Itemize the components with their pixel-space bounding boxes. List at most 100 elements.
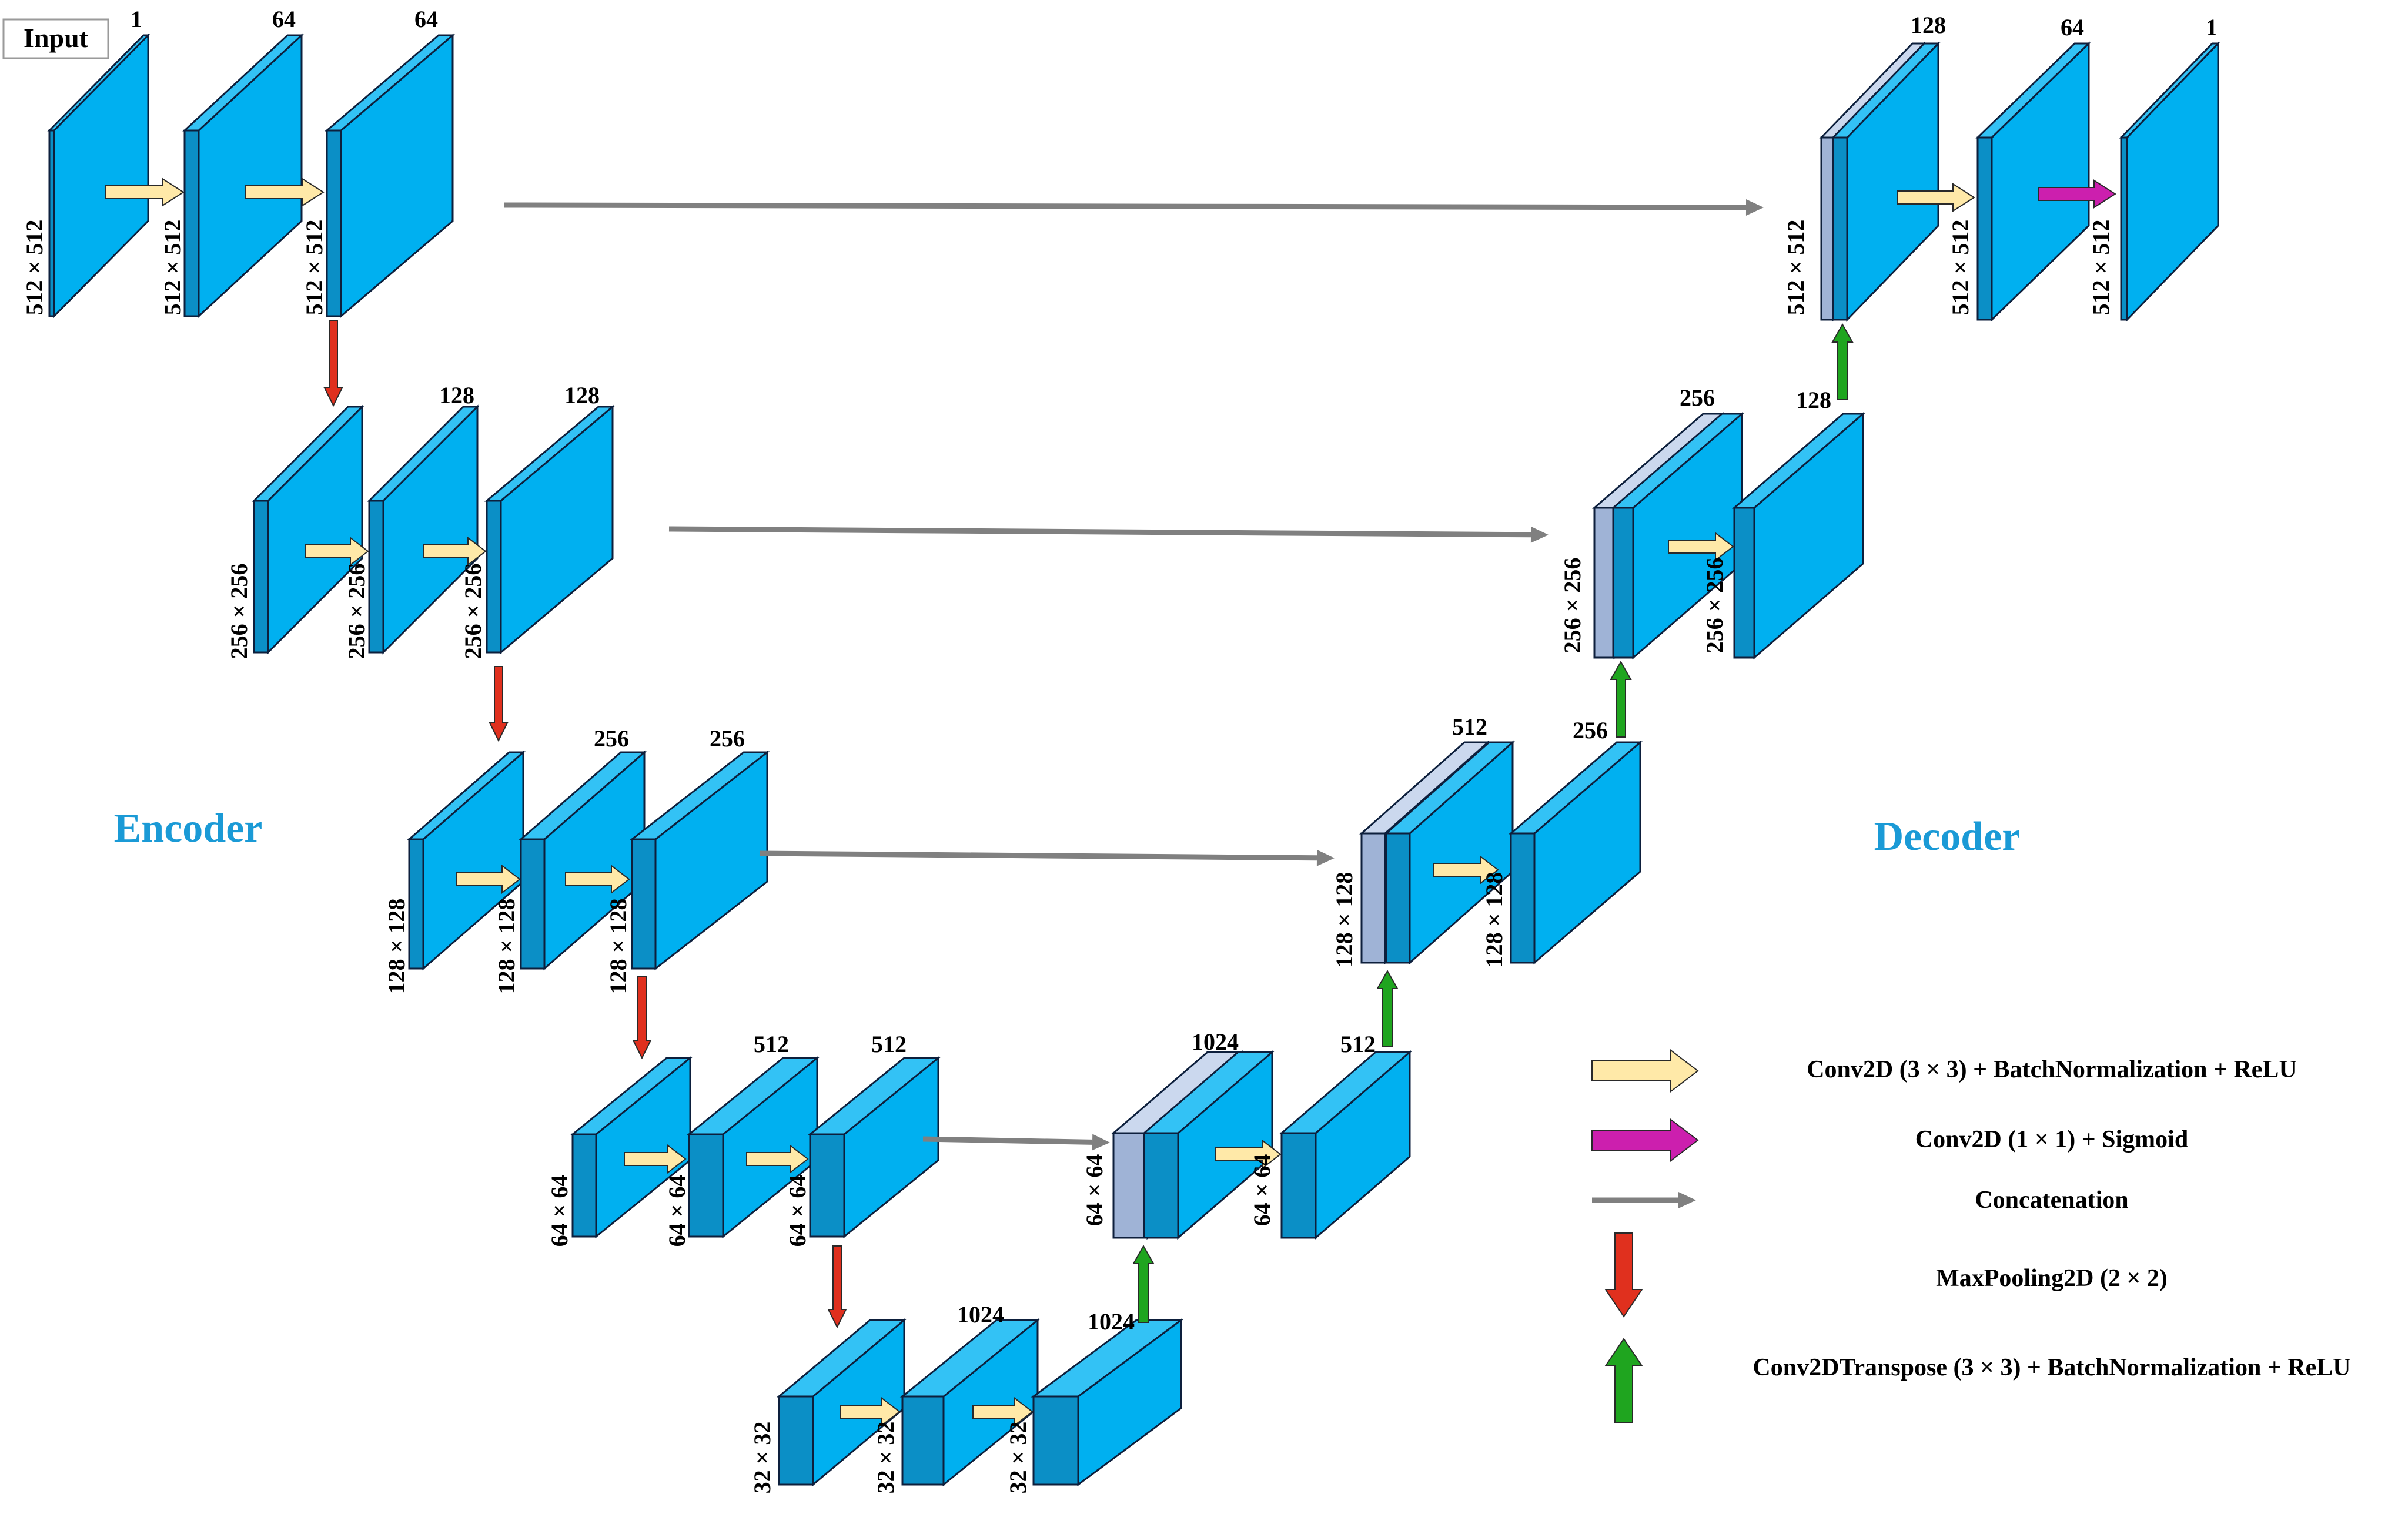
block-bottleneck-c (1031, 1318, 1184, 1486)
channel-label-dec4-b: 512 (1340, 1031, 1376, 1057)
size-label-enc4-a: 64 × 64 (546, 1175, 573, 1247)
channel-label-dec1-c: 1 (2206, 14, 2218, 41)
conv-arrow (1433, 855, 1499, 885)
block-dec1-b (1975, 41, 2091, 322)
size-label-bottleneck-c: 32 × 32 (1005, 1422, 1031, 1494)
channel-label-enc3-b: 256 (710, 725, 745, 752)
channel-label-enc1-b: 64 (272, 6, 296, 32)
channel-label-enc2-b: 128 (564, 382, 600, 408)
block-enc1-c (324, 33, 456, 319)
block-dec2-b (1731, 411, 1866, 660)
conv-arrow (1215, 1139, 1282, 1170)
size-label-enc2-b: 256 × 256 (343, 564, 370, 659)
size-label-dec2-b: 256 × 256 (1701, 558, 1728, 654)
conv-arrow (624, 1144, 687, 1174)
channel-label-dec3-b: 256 (1573, 717, 1608, 743)
block-bottleneck-b (899, 1318, 1041, 1487)
size-label-dec1-b: 512 × 512 (1947, 220, 1974, 316)
block-enc4-a (570, 1056, 693, 1239)
concat-arrow-shape (1592, 1192, 1696, 1208)
legend: Conv2D (3 × 3) + BatchNormalization + Re… (1591, 1049, 2351, 1423)
maxpool-arrow (632, 976, 652, 1060)
conv-arrow (105, 177, 185, 207)
block-enc1-a (47, 33, 150, 319)
size-label-enc4-b: 64 × 64 (664, 1175, 690, 1247)
size-label-enc3-c: 128 × 128 (605, 899, 631, 994)
transpose-arrow (1376, 969, 1399, 1047)
size-label-dec4-b: 64 × 64 (1249, 1154, 1275, 1227)
block-enc4-c (807, 1056, 941, 1239)
size-label-dec4-a: 64 × 64 (1081, 1154, 1108, 1227)
legend-label-conv: Conv2D (3 × 3) + BatchNormalization + Re… (1807, 1056, 2297, 1083)
channel-label-enc1-a: 1 (131, 6, 142, 32)
size-label-dec1-c: 512 × 512 (2088, 220, 2114, 316)
legend-item-sigmoid: Conv2D (1 × 1) + Sigmoid (1591, 1118, 2188, 1163)
channel-label-bottleneck-b: 1024 (1088, 1308, 1135, 1335)
legend-item-maxpool: MaxPooling2D (2 × 2) (1604, 1232, 2168, 1318)
size-label-enc3-a: 128 × 128 (383, 899, 410, 994)
legend-item-concat: Concatenation (1592, 1187, 2129, 1214)
channel-label-dec4-a: 1024 (1192, 1029, 1239, 1055)
concat-arrow (504, 199, 1764, 216)
channel-label-enc3-a: 256 (594, 725, 629, 752)
block-enc2-b (367, 404, 480, 655)
transpose-arrow-shape (1604, 1338, 1643, 1423)
block-enc2-a (252, 404, 364, 655)
legend-label-transpose: Conv2DTranspose (3 × 3) + BatchNormaliza… (1753, 1354, 2350, 1381)
conv-arrow (305, 536, 369, 567)
concat-arrow-icon (1592, 1192, 1696, 1208)
conv-arrow (840, 1396, 901, 1427)
conv-arrow (245, 177, 325, 207)
maxpool-arrow-icon (1604, 1232, 1643, 1318)
transpose-arrow (1132, 1244, 1155, 1323)
input-label: Input (24, 23, 89, 53)
feature-map-blocks (47, 33, 2220, 1487)
size-label-enc4-c: 64 × 64 (784, 1175, 811, 1247)
legend-label-sigmoid: Conv2D (1 × 1) + Sigmoid (1915, 1126, 2188, 1153)
size-label-enc2-a: 256 × 256 (226, 564, 252, 659)
size-label-bottleneck-b: 32 × 32 (872, 1422, 899, 1494)
conv-arrow (1897, 183, 1975, 212)
channel-label-dec3-a: 512 (1452, 714, 1487, 740)
legend-item-transpose: Conv2DTranspose (3 × 3) + BatchNormaliza… (1604, 1338, 2351, 1423)
maxpool-arrow (489, 666, 509, 742)
maxpool-arrow (827, 1245, 847, 1329)
block-dec3-b (1508, 740, 1643, 965)
transpose-arrow (1610, 660, 1632, 738)
conv-arrow-icon (1591, 1049, 1699, 1093)
sigmoid-arrow-icon (1591, 1118, 1699, 1163)
size-label-enc1-c: 512 × 512 (301, 220, 327, 316)
channel-label-bottleneck-a: 1024 (957, 1301, 1004, 1328)
channel-label-enc4-b: 512 (871, 1031, 907, 1057)
channel-label-enc4-a: 512 (754, 1031, 789, 1057)
maxpool-arrow (323, 320, 343, 407)
size-label-enc1-b: 512 × 512 (159, 220, 186, 316)
conv-arrow (565, 864, 630, 895)
transpose-arrow-icon (1604, 1338, 1643, 1423)
size-label-dec3-b: 128 × 128 (1481, 872, 1507, 968)
maxpool-arrow-shape (1604, 1232, 1643, 1318)
block-dec2-a (1610, 411, 1745, 660)
channel-label-enc1-c: 64 (414, 6, 438, 32)
input-label-box: Input (2, 18, 109, 59)
channel-label-enc2-a: 128 (439, 382, 474, 408)
sigmoid-arrow (2038, 179, 2116, 209)
size-label-bottleneck-a: 32 × 32 (749, 1422, 775, 1494)
conv-arrow-shape (1591, 1049, 1699, 1093)
legend-label-maxpool: MaxPooling2D (2 × 2) (1936, 1265, 2168, 1292)
concat-arrow (668, 526, 1549, 543)
block-dec4-a (1141, 1050, 1275, 1240)
block-enc4-b (686, 1056, 820, 1239)
channel-labels: 1 64 64 128 128 256 256 512 512 1024 102… (131, 6, 2218, 1335)
decoder-title: Decoder (1874, 814, 2021, 859)
conv-arrow (423, 536, 487, 567)
conv-arrow (972, 1396, 1034, 1427)
size-label-enc1-a: 512 × 512 (21, 220, 48, 316)
size-label-dec3-a: 128 × 128 (1331, 872, 1357, 968)
channel-label-dec1-b: 64 (2061, 14, 2084, 41)
block-dec1-a (1831, 41, 1941, 322)
size-label-dec2-a: 256 × 256 (1559, 558, 1586, 654)
block-dec4-b (1279, 1050, 1413, 1240)
size-label-dec1-a: 512 × 512 (1782, 220, 1809, 316)
